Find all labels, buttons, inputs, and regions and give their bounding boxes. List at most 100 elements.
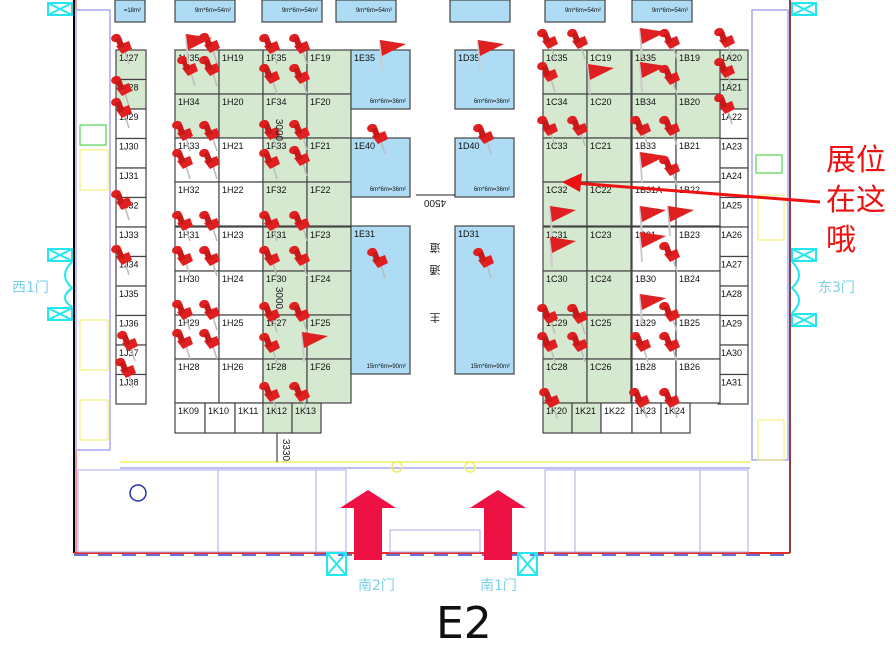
- booth-1F25[interactable]: 1F25: [306, 314, 352, 360]
- booth-1K13[interactable]: 1K13: [291, 402, 322, 434]
- annotation-line-3: 哦: [826, 223, 856, 258]
- booth-1B21[interactable]: 1B21: [675, 137, 721, 183]
- booth-1B20[interactable]: 1B20: [675, 93, 721, 139]
- pushpin-icon: [367, 247, 388, 279]
- pushpin-icon: [172, 245, 193, 277]
- booth-label: 1B24: [679, 274, 700, 284]
- booth-1B23[interactable]: 1B23: [675, 226, 721, 272]
- booth-1K11[interactable]: 1K11: [234, 402, 264, 434]
- booth-1C23[interactable]: 1C23: [586, 226, 632, 272]
- booth-1A28[interactable]: 1A28: [717, 285, 749, 317]
- booth-outline: [174, 358, 220, 404]
- booth-1C30[interactable]: 1C30: [542, 270, 588, 316]
- booth-label: 1B29: [635, 318, 656, 328]
- booth-outline: [542, 270, 588, 316]
- booth-1F28[interactable]: 1F28: [262, 358, 308, 404]
- pushpin-icon: [259, 332, 280, 364]
- booth-label: 1F21: [310, 141, 331, 151]
- booth-1A26[interactable]: 1A26: [717, 226, 749, 258]
- booth-1B26[interactable]: 1B26: [675, 358, 721, 404]
- booth-1B19[interactable]: 1B19: [675, 49, 721, 95]
- booth-1A23[interactable]: 1A23: [717, 137, 749, 169]
- booth-top-strip[interactable]: =18m²: [114, 0, 146, 23]
- booth-top-strip[interactable]: 9m*6m=54m²: [261, 0, 323, 23]
- booth-1H22[interactable]: 1H22: [218, 181, 264, 227]
- booth-1F23[interactable]: 1F23: [306, 226, 352, 272]
- booth-1J38[interactable]: 1J38: [115, 373, 147, 405]
- booth-outline: [717, 167, 749, 199]
- booth-1H28[interactable]: 1H28: [174, 358, 220, 404]
- booth-outline: [454, 49, 515, 110]
- door-icons: [47, 2, 817, 576]
- flag-icon: [639, 27, 666, 59]
- booth-label: 1A27: [721, 260, 742, 270]
- booth-1F24[interactable]: 1F24: [306, 270, 352, 316]
- booth-1B25[interactable]: 1B25: [675, 314, 721, 360]
- booth-1H25[interactable]: 1H25: [218, 314, 264, 360]
- pushpin-icon: [289, 63, 310, 95]
- booth-1H26[interactable]: 1H26: [218, 358, 264, 404]
- booth-top-strip[interactable]: 9m*6m=54m²: [335, 0, 397, 23]
- booth-1H24[interactable]: 1H24: [218, 270, 264, 316]
- booth-1J35[interactable]: 1J35: [115, 285, 147, 317]
- booth-1A22[interactable]: 1A22: [717, 108, 749, 140]
- booth-1C32[interactable]: 1C32: [542, 181, 588, 227]
- booth-1C24[interactable]: 1C24: [586, 270, 632, 316]
- booth-1C21[interactable]: 1C21: [586, 137, 632, 183]
- booth-1F21[interactable]: 1F21: [306, 137, 352, 183]
- booth-1C25[interactable]: 1C25: [586, 314, 632, 360]
- pushpin-icon: [289, 301, 310, 333]
- entrance-arrow-south2: [340, 490, 396, 560]
- booth-1K21[interactable]: 1K21: [571, 402, 602, 434]
- booth-1J31[interactable]: 1J31: [115, 167, 147, 199]
- booth-top-strip[interactable]: 9m*6m=54m²: [544, 0, 606, 23]
- pushpin-icon: [172, 299, 193, 331]
- booth-top-strip[interactable]: [449, 0, 511, 23]
- booth-1A24[interactable]: 1A24: [717, 167, 749, 199]
- booth-1F26[interactable]: 1F26: [306, 358, 352, 404]
- booth-1F22[interactable]: 1F22: [306, 181, 352, 227]
- booth-label: 1H35: [178, 53, 200, 63]
- booth-1K10[interactable]: 1K10: [204, 402, 236, 434]
- booth-label: 1A30: [721, 348, 742, 358]
- booth-outline: [717, 314, 749, 346]
- booth-top-strip[interactable]: 9m*6m=54m²: [631, 0, 693, 23]
- booth-1K12[interactable]: 1K12: [262, 402, 293, 434]
- booth-1B24[interactable]: 1B24: [675, 270, 721, 316]
- booth-1A25[interactable]: 1A25: [717, 196, 749, 228]
- booth-1H19[interactable]: 1H19: [218, 49, 264, 95]
- booth-1F19[interactable]: 1F19: [306, 49, 352, 95]
- booth-1C31[interactable]: 1C31: [542, 226, 588, 272]
- booth-label: 1J33: [119, 230, 139, 240]
- booth-1H20[interactable]: 1H20: [218, 93, 264, 139]
- booth-1J30[interactable]: 1J30: [115, 137, 147, 169]
- booth-1C20[interactable]: 1C20: [586, 93, 632, 139]
- booth-1C26[interactable]: 1C26: [586, 358, 632, 404]
- booth-top-strip[interactable]: 9m*6m=54m²: [174, 0, 236, 23]
- booth-1A30[interactable]: 1A30: [717, 344, 749, 376]
- booth-1J29[interactable]: 1J29: [115, 108, 147, 140]
- booth-1K09[interactable]: 1K09: [174, 402, 206, 434]
- booth-1H21[interactable]: 1H21: [218, 137, 264, 183]
- booth-1A27[interactable]: 1A27: [717, 255, 749, 287]
- booth-label: 1D31: [458, 229, 480, 239]
- booth-1B22[interactable]: 1B22: [675, 181, 721, 227]
- booth-1K24[interactable]: 1K24: [660, 402, 691, 434]
- door-label-west: 西1门: [12, 280, 49, 296]
- booth-1C22[interactable]: 1C22: [586, 181, 632, 227]
- booth-1K20[interactable]: 1K20: [542, 402, 573, 434]
- booth-1A29[interactable]: 1A29: [717, 314, 749, 346]
- booth-1K22[interactable]: 1K22: [600, 402, 633, 434]
- booth-label: 1J27: [119, 53, 139, 63]
- pushpin-icon: [172, 210, 193, 242]
- booth-1A31[interactable]: 1A31: [717, 373, 749, 405]
- booth-1J27[interactable]: 1J27: [115, 49, 147, 81]
- booth-1F20[interactable]: 1F20: [306, 93, 352, 139]
- booth-1H23[interactable]: 1H23: [218, 226, 264, 272]
- aisle-char-3: 主: [430, 311, 441, 324]
